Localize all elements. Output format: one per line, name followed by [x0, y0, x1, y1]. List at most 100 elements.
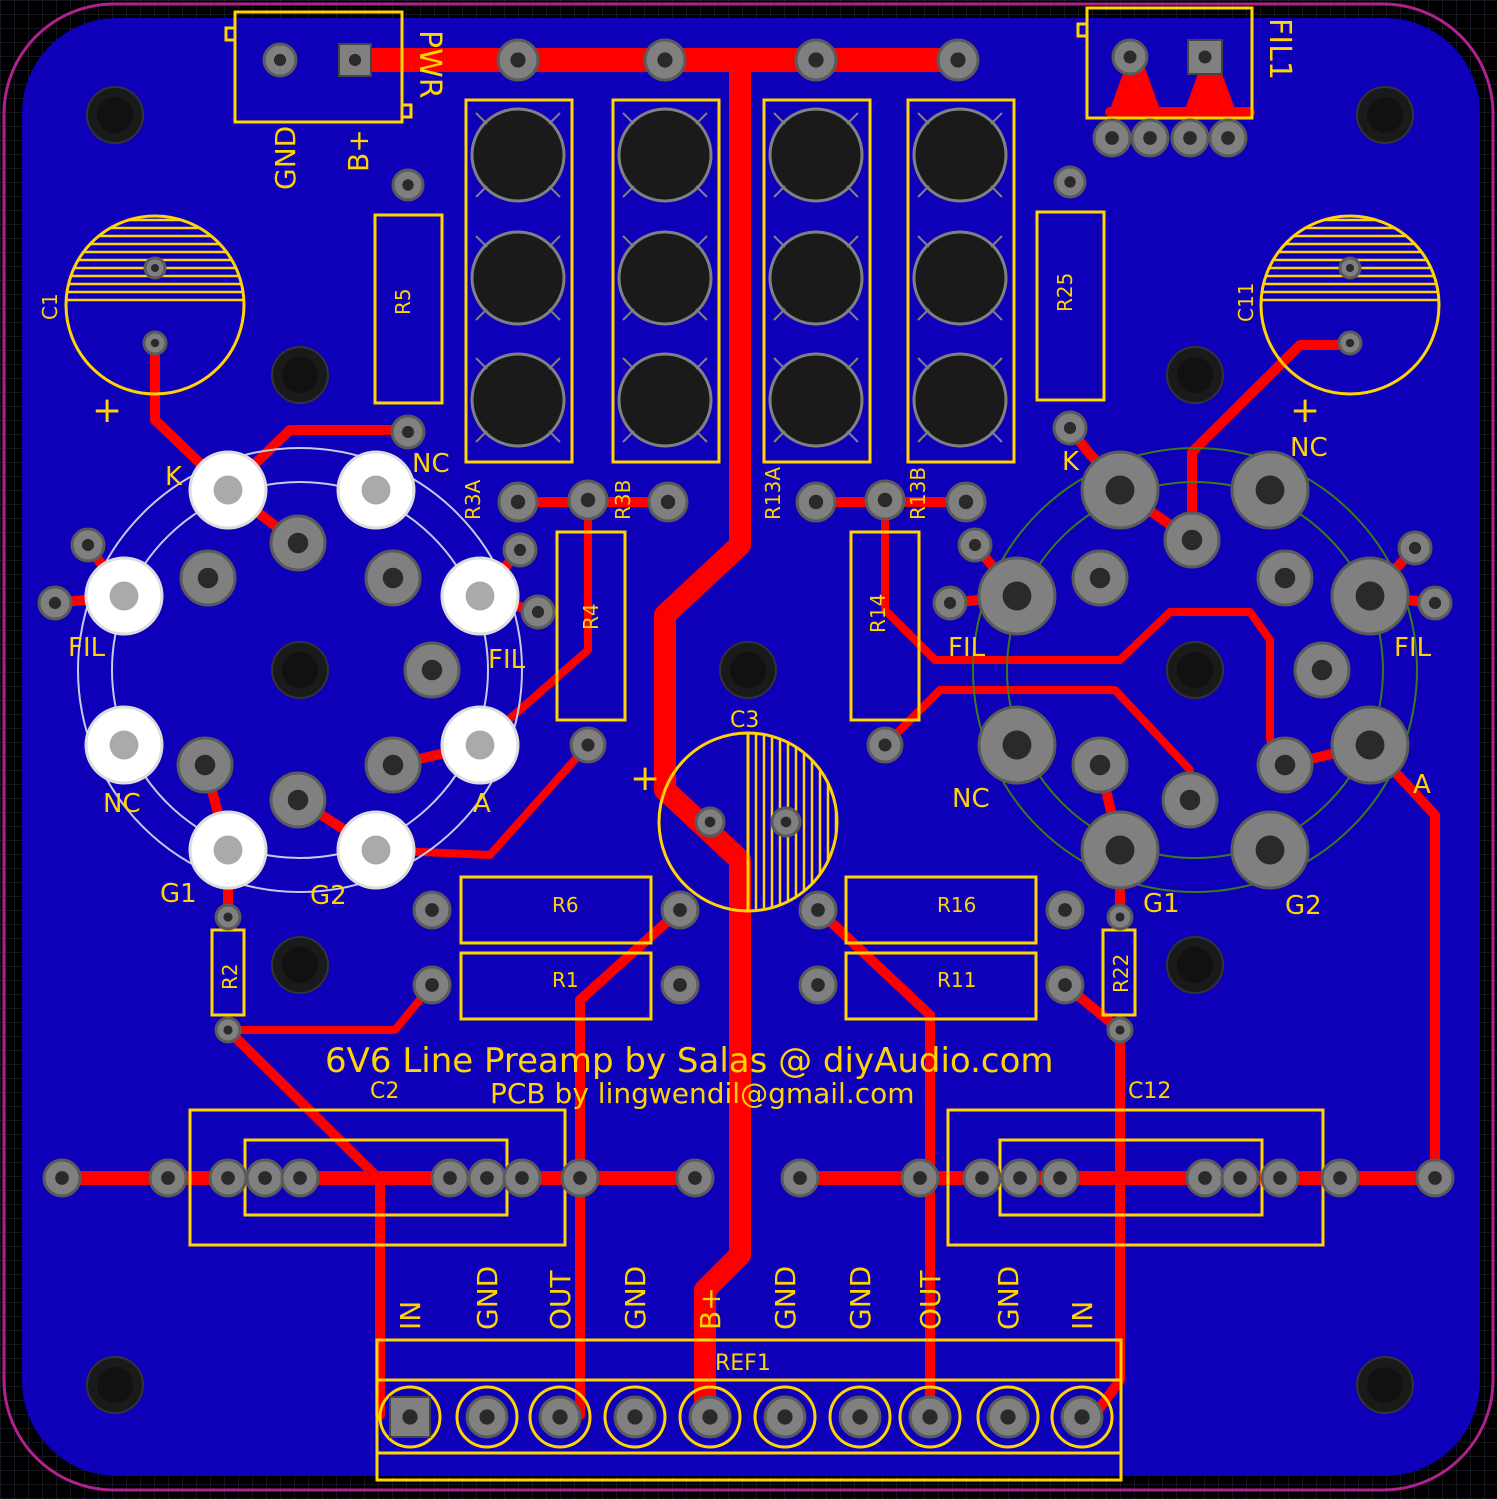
- resistor-module-pad: [912, 230, 1008, 326]
- resistor-module-pad: [912, 107, 1008, 203]
- r3-r13-pad: [497, 481, 539, 523]
- resistor-pad: [412, 890, 452, 930]
- ref1-pad: [603, 1385, 667, 1449]
- mounting-hole: [86, 86, 144, 144]
- tube-left-pin-pad: [179, 549, 237, 607]
- tube-left-socket-pad: [440, 705, 520, 785]
- ref1-pin-pad: [908, 1395, 952, 1439]
- r14-label: R14: [866, 594, 890, 633]
- ref1-pin-pad: [465, 1395, 509, 1439]
- c12-pad: [1260, 1158, 1300, 1198]
- c3-label: C3: [730, 708, 759, 733]
- c12-label: C12: [1128, 1079, 1171, 1104]
- resistor-pad: [798, 890, 838, 930]
- ref1-pad: [976, 1385, 1040, 1449]
- c12-pad: [780, 1158, 820, 1198]
- r5-label: R5: [391, 288, 415, 315]
- c2-pad: [467, 1158, 507, 1198]
- r3a-label: R3A: [461, 479, 485, 520]
- resistor-module-pad: [617, 352, 713, 448]
- pwr-bplus-pad: [338, 43, 372, 77]
- r4-pad-bottom: [569, 726, 607, 764]
- tube-right-nc-bottom: NC: [952, 784, 990, 814]
- mounting-hole: [271, 346, 329, 404]
- tube-right-pin-pad: [1071, 549, 1129, 607]
- tube-left-socket-pad: [336, 450, 416, 530]
- resistor-module-pad: [470, 352, 566, 448]
- ref1-pin-label: GND: [769, 1266, 802, 1330]
- resistor-module-pad: [912, 352, 1008, 448]
- ref1-pin-label: IN: [394, 1301, 427, 1330]
- c2-pad: [280, 1158, 320, 1198]
- mounting-hole: [1166, 641, 1224, 699]
- ref1-pin-pad: [986, 1395, 1030, 1439]
- tube-left-outline: [77, 447, 523, 893]
- ref1-label: REF1: [715, 1351, 771, 1376]
- filament-pad: [1397, 530, 1433, 566]
- tube-right-socket-pad: [1080, 450, 1160, 530]
- filament-pad: [37, 585, 73, 621]
- resistor-pad: [660, 965, 700, 1005]
- tube-right-socket-pad: [1080, 810, 1160, 890]
- c2-pad: [560, 1158, 600, 1198]
- mounting-hole: [271, 936, 329, 994]
- ref1-pin-label: GND: [471, 1266, 504, 1330]
- c2-pad: [208, 1158, 248, 1198]
- tube-right-socket-pad: [1230, 810, 1310, 890]
- mounting-hole: [1356, 1356, 1414, 1414]
- tube-right-k: K: [1062, 447, 1080, 477]
- ref1-pin-label: OUT: [914, 1269, 947, 1330]
- c3-pad-neg: [770, 806, 802, 838]
- c11-plus: +: [1290, 390, 1320, 431]
- c11-pad-pos: [1337, 330, 1363, 356]
- c1-label: C1: [38, 293, 62, 320]
- ref1-pin-pad: [1060, 1395, 1104, 1439]
- resistor-pad: [1045, 965, 1085, 1005]
- tube-right-pin-pad: [1256, 736, 1314, 794]
- tube-left-nc-bottom: NC: [103, 789, 141, 819]
- c12-pad: [1415, 1158, 1455, 1198]
- resistor-module-pad: [768, 352, 864, 448]
- tube-left-a: A: [473, 789, 491, 819]
- ref1-pad: [898, 1385, 962, 1449]
- fil1-header-pad: [1092, 118, 1132, 158]
- ref1-pin-label: IN: [1066, 1301, 1099, 1330]
- ref1-pad: [528, 1385, 592, 1449]
- tube-right-pin-pad: [1256, 549, 1314, 607]
- fil1-header-pad: [1130, 118, 1170, 158]
- resistor-module-pad: [617, 107, 713, 203]
- tube-right-socket-pad: [1330, 705, 1410, 785]
- filament-pad: [932, 585, 968, 621]
- resistor-module-pad: [470, 107, 566, 203]
- mounting-hole: [271, 641, 329, 699]
- c2-pad: [675, 1158, 715, 1198]
- r3-r13-pad: [647, 481, 689, 523]
- c12-pad: [962, 1158, 1002, 1198]
- tube-right-pin-pad: [1161, 771, 1219, 829]
- r5-pad-bottom: [390, 414, 426, 450]
- c12-pad: [1000, 1158, 1040, 1198]
- ref1-pin-pad: [763, 1395, 807, 1439]
- ref1-pin-label: OUT: [544, 1269, 577, 1330]
- c2-pad: [148, 1158, 188, 1198]
- tube-left-g2: G2: [310, 881, 347, 911]
- c12-pad: [1320, 1158, 1360, 1198]
- r3b-label: R3B: [611, 480, 635, 520]
- bplus-bus-pad: [794, 38, 838, 82]
- r22-pad-bottom: [1106, 1016, 1134, 1044]
- r22-label: R22: [1109, 954, 1133, 993]
- fil1-header-pad: [1170, 118, 1210, 158]
- fil1-label: FIL1: [1262, 18, 1297, 80]
- c1-pad-pos: [142, 330, 168, 356]
- tube-right-pin-pad: [1071, 736, 1129, 794]
- c2-pad: [245, 1158, 285, 1198]
- bplus-bus-pad: [496, 38, 540, 82]
- tube-right-nc-top: NC: [1290, 433, 1328, 463]
- tube-left-socket-pad: [188, 450, 268, 530]
- fil1-pin1-pad: [1111, 38, 1149, 76]
- ref1-pad: [455, 1385, 519, 1449]
- filament-pad: [70, 527, 106, 563]
- pads-layer: [37, 38, 1455, 1449]
- tube-left-k: K: [165, 462, 183, 492]
